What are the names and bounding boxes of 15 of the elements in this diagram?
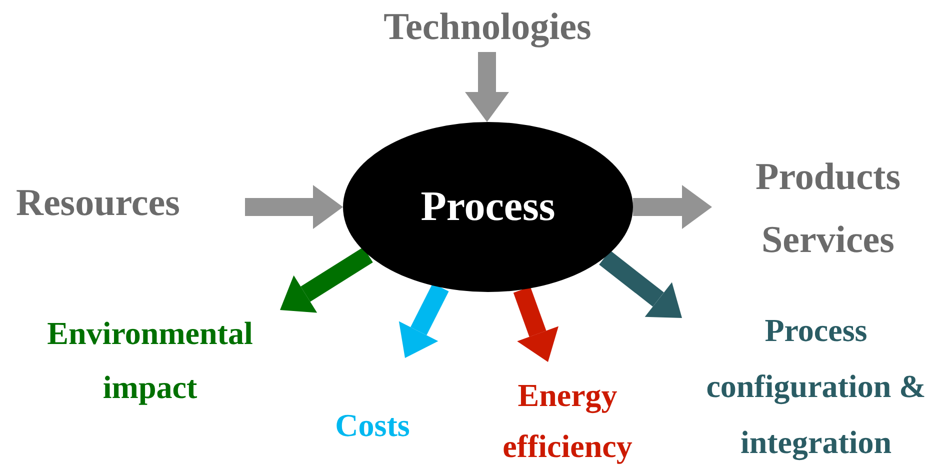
- node-label: Process configuration & integration: [682, 305, 950, 467]
- arrow: [465, 52, 509, 122]
- arrow: [245, 185, 343, 229]
- arrow: [280, 247, 373, 313]
- arrow: [398, 283, 449, 358]
- node-label: Technologies: [360, 4, 615, 52]
- node-label: Environmental impact: [20, 310, 280, 410]
- arrow: [599, 250, 682, 318]
- arrow: [633, 185, 712, 229]
- node-label: Costs: [320, 358, 425, 447]
- node-label: Resources: [16, 180, 245, 228]
- process-ellipse: Process: [343, 122, 633, 292]
- arrow: [513, 286, 558, 362]
- node-label: Products Services: [712, 150, 944, 268]
- node-label: Energy efficiency: [480, 362, 655, 472]
